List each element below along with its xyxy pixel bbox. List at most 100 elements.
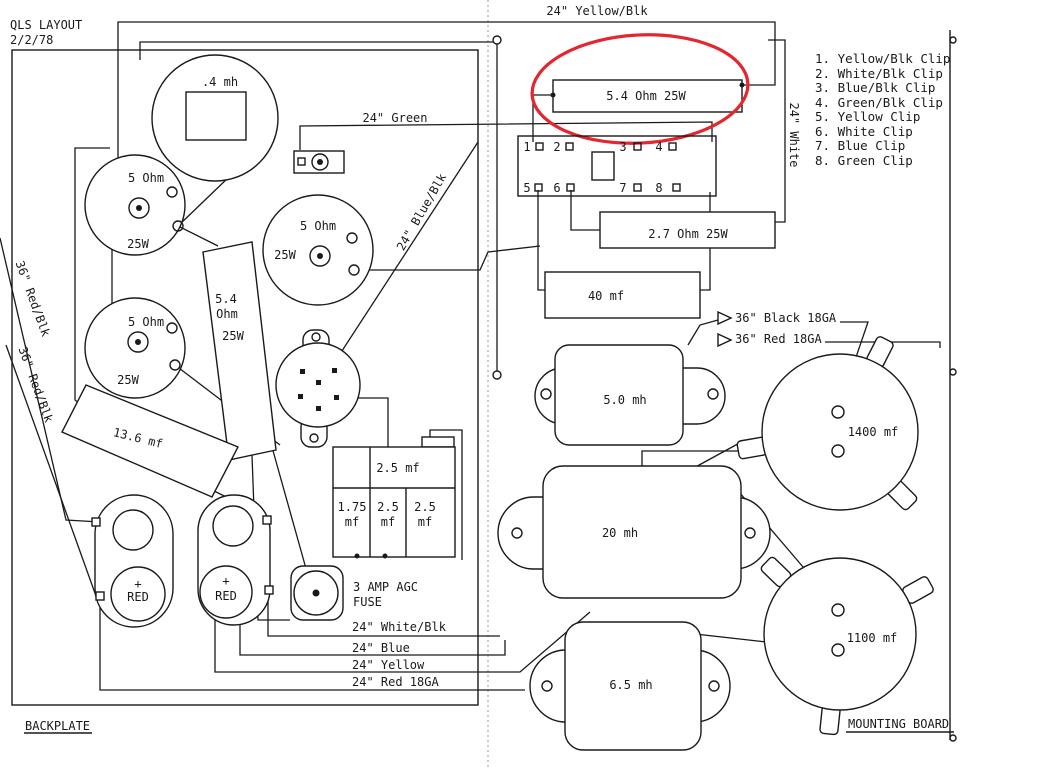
wire-label-white-blk: 24" White/Blk [352, 620, 447, 634]
capacitor-body [61, 384, 239, 498]
wire-label-red-18ga-right: 36" Red 18GA [735, 332, 822, 346]
mounting-hole [511, 527, 523, 539]
capacitor-unit: mf [345, 515, 359, 529]
socket-pin [332, 368, 337, 373]
terminal [550, 92, 556, 98]
terminal-clip [633, 183, 642, 192]
socket [275, 329, 361, 448]
legend-item: 2. White/Blk Clip [815, 66, 943, 81]
terminal [317, 253, 323, 259]
capacitor-bank-tab [421, 436, 455, 448]
terminal [172, 220, 184, 232]
capacitor-40mf: 40 mf [544, 271, 701, 319]
resistor-center-terminal [309, 245, 331, 267]
polarity-sign: + [134, 577, 141, 591]
terminal-number: 4 [655, 140, 662, 154]
terminal-number: 5 [523, 181, 530, 195]
socket-pin [316, 406, 321, 411]
capacitor-value: 1.75 [338, 500, 367, 514]
resistor-5ohm-upper-left: 5 Ohm 25W [84, 154, 186, 256]
fuse-holder: 3 AMP AGC FUSE [290, 565, 418, 621]
resistor-value: 5.4 [215, 292, 237, 306]
wire-label-red-18ga: 24" Red 18GA [352, 675, 439, 689]
terminal-number: 1 [523, 140, 530, 154]
legend-item: 4. Green/Blk Clip [815, 95, 943, 110]
terminal [739, 82, 745, 88]
binding-post-hole [212, 505, 254, 547]
inductor-body [564, 621, 702, 751]
resistor-body [84, 297, 186, 399]
socket-pin [298, 394, 303, 399]
terminal [95, 591, 105, 601]
terminal [831, 603, 845, 617]
arrow-icon [717, 310, 733, 326]
binding-post-left: + RED [91, 494, 174, 628]
wire-red-18ga [99, 600, 525, 691]
terminal [831, 444, 845, 458]
clip-legend: 1. Yellow/Blk Clip 2. White/Blk Clip 3. … [815, 51, 950, 168]
capacitor-body [544, 271, 701, 319]
capacitor-bank: 2.5 mf 1.75 mf 2.5 mf 2.5 mf [332, 436, 456, 559]
socket-hole [309, 433, 319, 443]
wire [537, 190, 545, 291]
wire-red-blk-1 [0, 237, 101, 523]
resistor-power: 25W [117, 373, 139, 387]
resistor-unit: Ohm [216, 307, 238, 321]
resistor-value: 5 Ohm [128, 315, 164, 329]
mounting-board-label: MOUNTING BOARD [848, 717, 949, 731]
resistor-5ohm-center: 5 Ohm 25W [262, 194, 374, 306]
terminal-clip [534, 183, 543, 192]
socket-pin [316, 380, 321, 385]
terminal [831, 643, 845, 657]
polarity-sign: + [222, 574, 229, 588]
inductor-6-5mh: 6.5 mh [529, 621, 731, 751]
terminal [169, 359, 181, 371]
inductor-label: 6.5 mh [609, 678, 652, 692]
terminal [311, 153, 329, 171]
terminal-number: 8 [655, 181, 662, 195]
fuse-cap [293, 570, 339, 616]
resistor-label: 2.7 Ohm 25W [648, 227, 728, 241]
wire [139, 41, 493, 60]
legend-item: 1. Yellow/Blk Clip [815, 51, 950, 66]
resistor-body [202, 241, 277, 461]
wire-blue-blk [322, 141, 479, 381]
capacitor-value: 2.5 [414, 500, 436, 514]
terminal [831, 405, 845, 419]
capacitor-13-6mf: 13.6 mf [61, 384, 239, 498]
wire-white-blk [267, 590, 500, 637]
wire [487, 245, 541, 253]
wire-blue [239, 600, 506, 656]
backplate-outline [11, 49, 479, 706]
wire-label-blue: 24" Blue [352, 641, 410, 655]
resistor-5-4ohm-highlighted: 5.4 Ohm 25W [550, 79, 745, 113]
capacitor-value: 2.5 [377, 500, 399, 514]
wire-yellow-blk-top [117, 21, 776, 200]
wire-red-18ga-right [825, 341, 941, 348]
legend-item: 7. Blue Clip [815, 138, 905, 153]
highlight-ellipse [530, 33, 750, 145]
layout-title: QLS LAYOUT [10, 18, 82, 32]
inductor-core [185, 91, 247, 141]
inductor-5-0mh: 5.0 mh [534, 344, 726, 446]
binding-post-right: + RED [197, 494, 274, 626]
solder-dot [354, 553, 360, 559]
mounting-hole [541, 680, 553, 692]
mounting-hole [540, 388, 552, 400]
mounting-hole [744, 527, 756, 539]
fuse-terminal [312, 589, 320, 597]
terminal-number: 3 [619, 140, 626, 154]
wire-label-green: 24" Green [362, 111, 427, 125]
inductor-label: .4 mh [202, 75, 238, 89]
capacitor-unit: mf [381, 515, 395, 529]
inductor-body [542, 465, 742, 599]
wire [354, 251, 489, 271]
wire-label-yellow-blk-top: 24" Yellow/Blk [546, 4, 648, 18]
socket-pin [334, 395, 339, 400]
wire-green [299, 121, 713, 150]
resistor-body [552, 79, 743, 113]
mounting-hole [708, 680, 720, 692]
terminal [297, 157, 306, 166]
binding-post-hole [112, 509, 154, 551]
